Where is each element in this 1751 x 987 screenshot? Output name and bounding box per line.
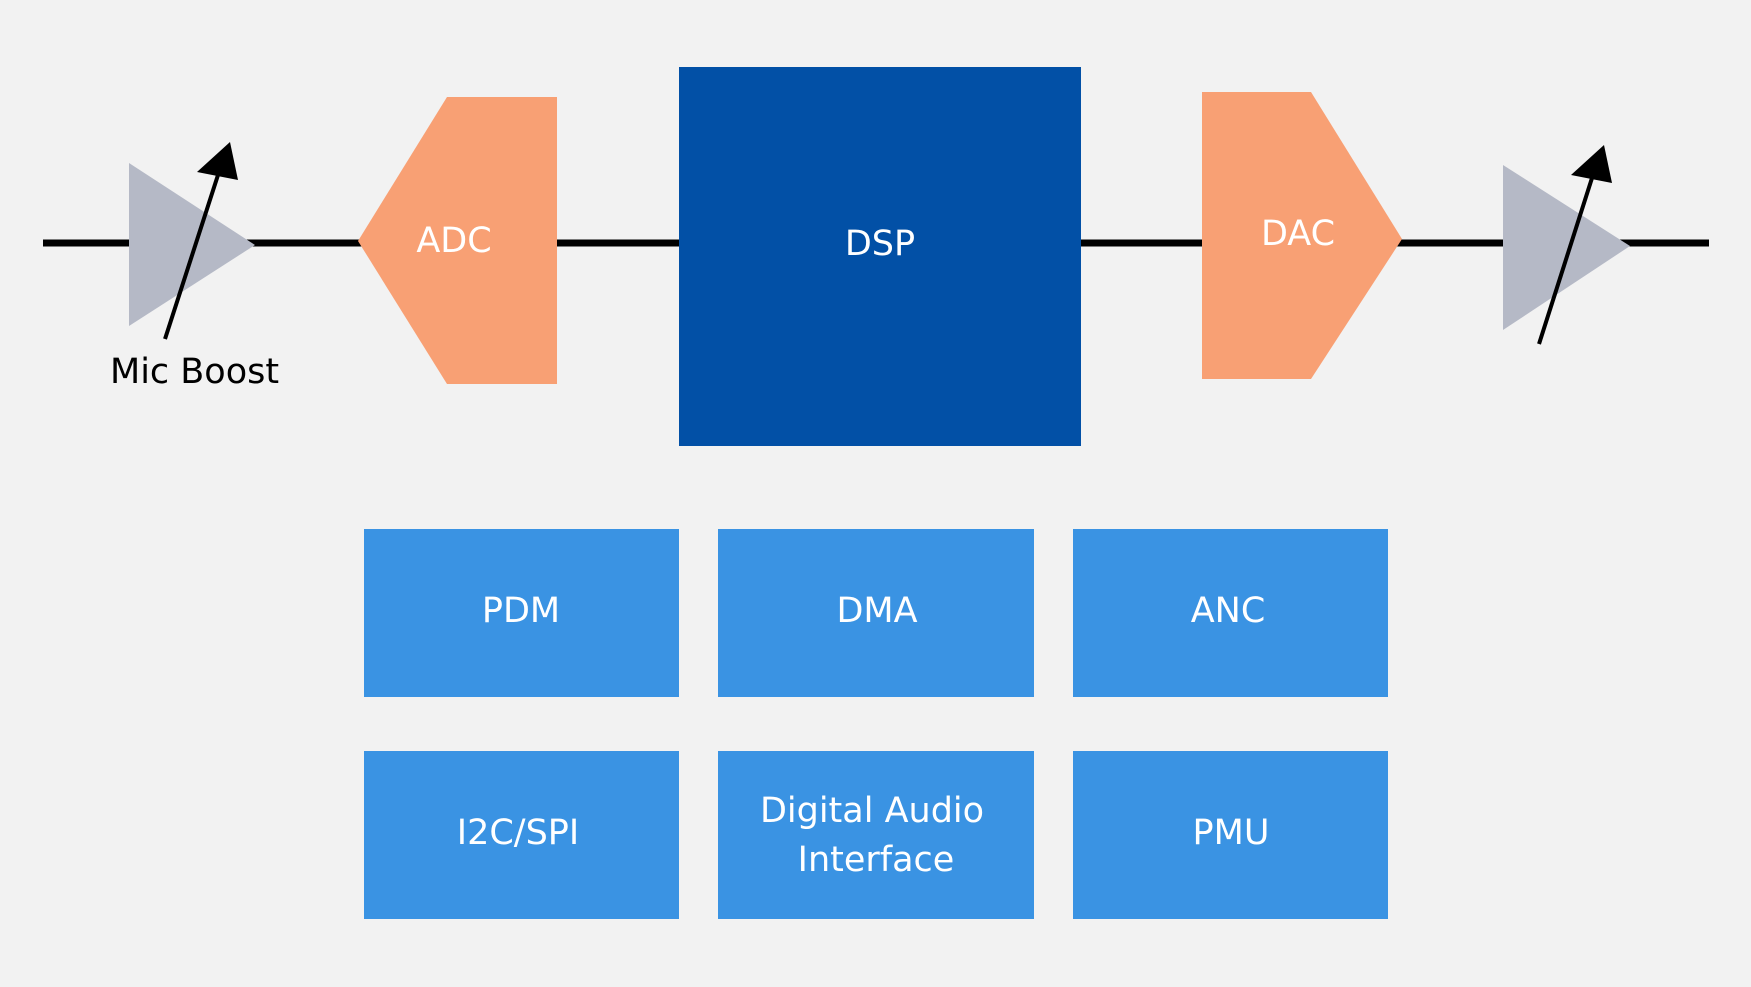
digital-audio-label-line1: Digital Audio bbox=[760, 791, 984, 831]
dsp-label: DSP bbox=[845, 224, 915, 264]
amplifier-triangle bbox=[129, 163, 255, 326]
digital-audio-label-line2: Interface bbox=[798, 840, 955, 880]
peripheral-digital-audio-interface: Digital Audio Interface bbox=[718, 751, 1034, 919]
peripheral-dma: DMA bbox=[718, 529, 1034, 697]
gain-arrow-line bbox=[1537, 177, 1594, 345]
dsp-block: DSP bbox=[679, 67, 1081, 446]
peripheral-i2c-spi: I2C/SPI bbox=[364, 751, 679, 919]
anc-label: ANC bbox=[1191, 591, 1266, 631]
pdm-label: PDM bbox=[482, 591, 560, 631]
dma-label: DMA bbox=[836, 591, 917, 631]
i2c-spi-label: I2C/SPI bbox=[457, 813, 579, 853]
adc-block: ADC bbox=[358, 97, 557, 384]
dac-shape bbox=[1202, 92, 1402, 379]
dac-block: DAC bbox=[1202, 92, 1402, 379]
mic-boost-amplifier: Mic Boost bbox=[110, 142, 279, 392]
adc-label: ADC bbox=[416, 221, 491, 261]
gain-arrow-head bbox=[1571, 145, 1612, 183]
peripheral-pmu: PMU bbox=[1073, 751, 1388, 919]
dsp-rect bbox=[679, 67, 1081, 446]
amplifier-triangle bbox=[1503, 165, 1630, 330]
gain-arrow-head bbox=[197, 142, 238, 180]
pmu-label: PMU bbox=[1193, 813, 1270, 853]
gain-arrow-line bbox=[163, 174, 220, 340]
adc-shape bbox=[358, 97, 557, 384]
peripheral-anc: ANC bbox=[1073, 529, 1388, 697]
output-amplifier bbox=[1503, 145, 1630, 345]
dac-label: DAC bbox=[1261, 214, 1335, 254]
peripheral-pdm: PDM bbox=[364, 529, 679, 697]
mic-boost-label: Mic Boost bbox=[110, 352, 279, 392]
